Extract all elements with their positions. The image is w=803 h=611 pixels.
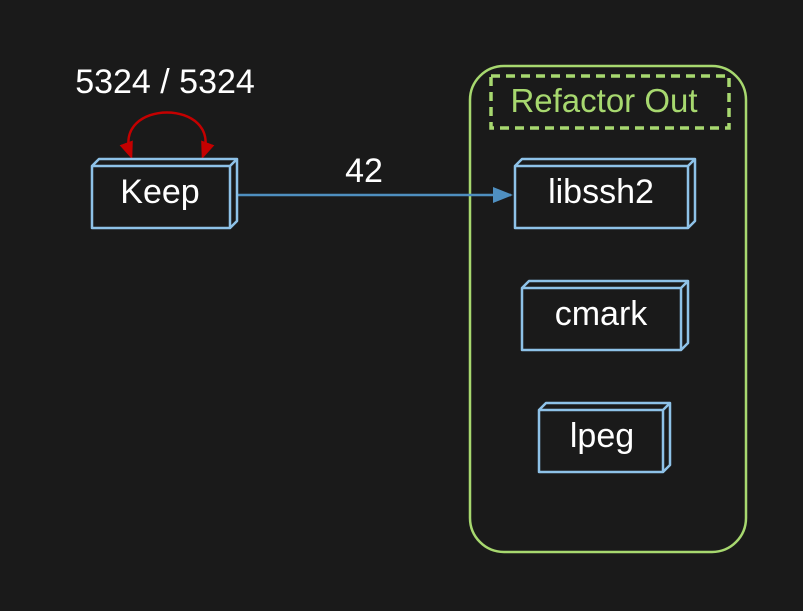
node-lpeg[interactable]: lpeg (537, 401, 672, 474)
node-keep-label: Keep (120, 173, 199, 211)
node-libssh2[interactable]: libssh2 (513, 157, 697, 230)
group-refactor-out[interactable]: Refactor Out (468, 64, 748, 554)
node-keep-box (90, 157, 239, 230)
node-libssh2-box (513, 157, 697, 230)
self-loop-label: 5324 / 5324 (75, 63, 255, 101)
self-loop-path (119, 111, 215, 160)
node-keep[interactable]: Keep (90, 157, 239, 230)
node-cmark-label: cmark (555, 295, 649, 333)
edge-label: 42 (345, 152, 383, 190)
edge-keep-self-loop[interactable]: 5324 / 5324 (75, 63, 255, 160)
node-cmark-box (520, 279, 690, 352)
group-label: Refactor Out (510, 82, 697, 119)
group-label-box (489, 74, 731, 130)
node-libssh2-label: libssh2 (548, 173, 654, 211)
node-lpeg-label: lpeg (570, 417, 634, 455)
group-border (468, 64, 748, 554)
node-cmark[interactable]: cmark (520, 279, 690, 352)
node-lpeg-box (537, 401, 672, 474)
edge-keep-libssh2[interactable]: 42 (238, 152, 513, 203)
